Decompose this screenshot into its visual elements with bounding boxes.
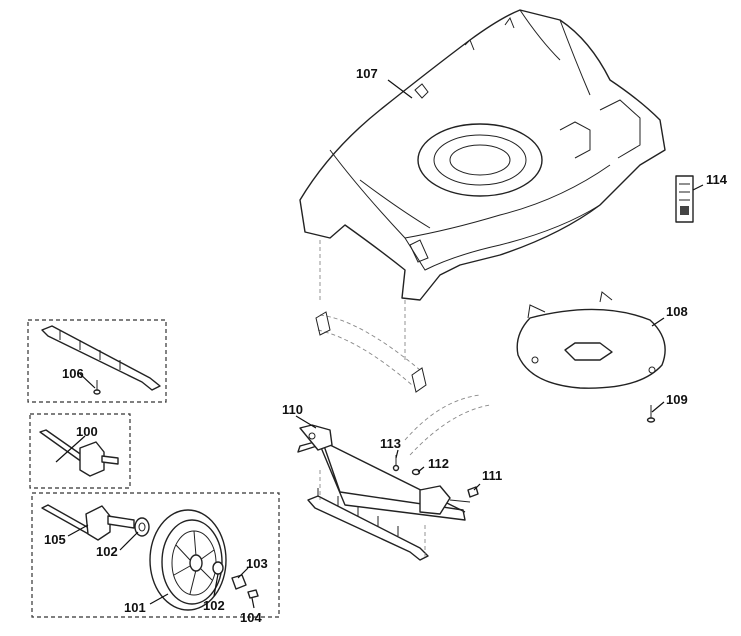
screw-109 (646, 405, 656, 423)
callout-108: 108 (666, 304, 688, 319)
callout-104: 104 (240, 610, 262, 625)
callout-109: 109 (666, 392, 688, 407)
callout-111: 111 (482, 468, 502, 483)
callout-101: 101 (124, 600, 146, 615)
callout-113: 113 (380, 436, 401, 451)
callout-114: 114 (706, 172, 728, 187)
callout-102-left: 102 (96, 544, 118, 559)
callout-112: 112 (428, 456, 449, 471)
clip-111 (467, 486, 479, 498)
callout-105: 105 (44, 532, 66, 547)
leader-lines (55, 79, 704, 609)
spring-112 (404, 394, 491, 476)
deck-housing-107 (299, 9, 666, 301)
callout-107: 107 (356, 66, 378, 81)
callout-110: 110 (282, 402, 303, 417)
lower-height-bar (307, 470, 429, 561)
label-114 (675, 175, 694, 223)
baffle-plate-108 (516, 291, 666, 389)
axle-assembly-110 (297, 424, 471, 521)
detail-box-wheel (31, 492, 280, 618)
detail-box-106 (27, 319, 167, 403)
detail-box-100 (29, 413, 131, 489)
upper-height-bar (315, 240, 427, 393)
callout-labels: 107 114 108 109 110 113 112 111 106 100 … (44, 66, 728, 625)
callout-102-right: 102 (203, 598, 225, 613)
callout-103: 103 (246, 556, 268, 571)
callout-106: 106 (62, 366, 84, 381)
callout-100: 100 (76, 424, 98, 439)
